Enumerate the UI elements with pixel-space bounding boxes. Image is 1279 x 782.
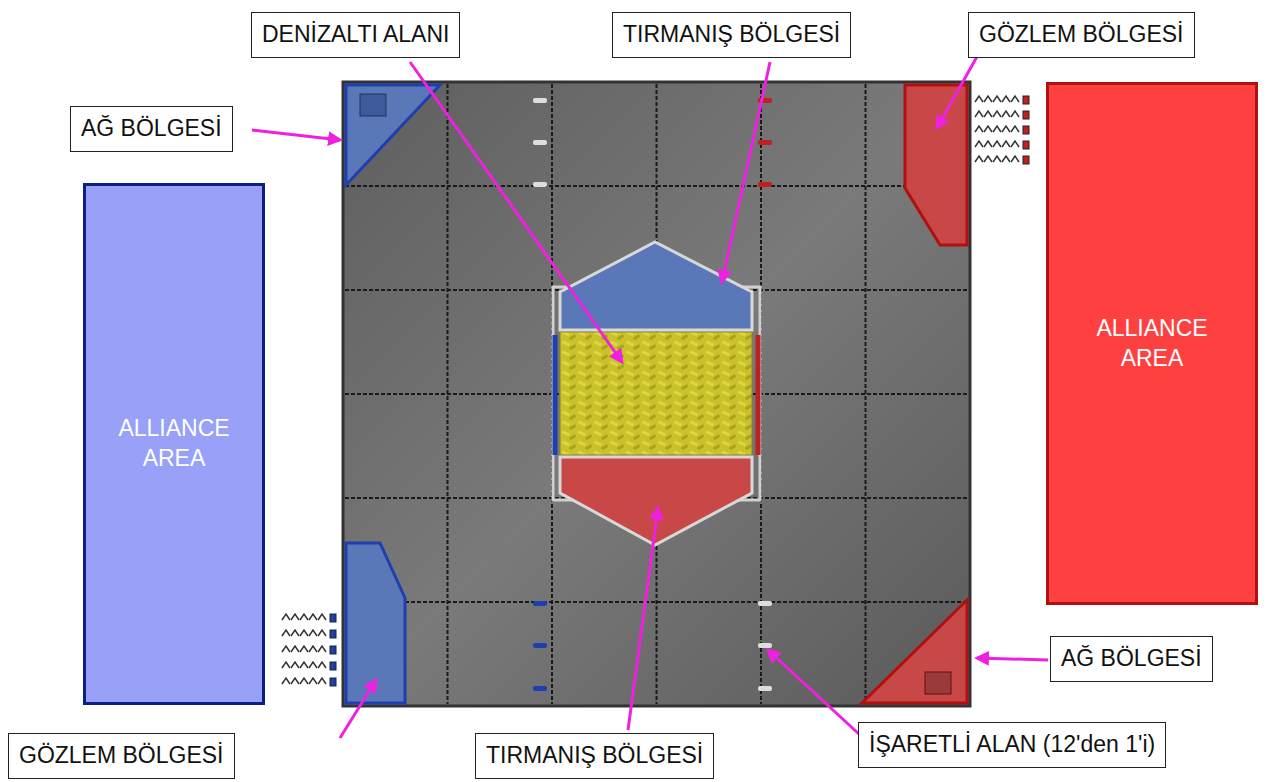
callout-box: AĞ BÖLGESİ bbox=[70, 106, 233, 152]
callout-box: TIRMANIŞ BÖLGESİ bbox=[475, 733, 714, 779]
label-text: İŞARETLİ ALAN (12'den 1'i) bbox=[869, 731, 1155, 757]
sample-rows bbox=[282, 96, 1029, 686]
alliance-area: ALLIANCE AREA bbox=[1046, 82, 1258, 605]
submersible-zone bbox=[560, 332, 752, 455]
red-bar bbox=[756, 335, 761, 455]
tile-grid bbox=[345, 84, 968, 704]
blue-bar bbox=[553, 335, 558, 455]
red-net-zone bbox=[862, 600, 967, 703]
red-observation-zone bbox=[905, 85, 967, 245]
blue-basket bbox=[360, 94, 386, 116]
callout-box: İŞARETLİ ALAN (12'den 1'i) bbox=[858, 722, 1166, 768]
callout-box: TIRMANIŞ BÖLGESİ bbox=[612, 12, 851, 58]
label-text: TIRMANIŞ BÖLGESİ bbox=[486, 742, 703, 768]
tape-marks bbox=[533, 98, 772, 691]
label-text: TIRMANIŞ BÖLGESİ bbox=[623, 21, 840, 47]
label-text: DENİZALTI ALANI bbox=[262, 21, 449, 47]
label-text: GÖZLEM BÖLGESİ bbox=[19, 742, 224, 768]
callout-box: DENİZALTI ALANI bbox=[251, 12, 460, 58]
blue-net-zone bbox=[346, 85, 440, 185]
callout-box: GÖZLEM BÖLGESİ bbox=[8, 733, 235, 779]
callout-box: AĞ BÖLGESİ bbox=[1050, 636, 1213, 682]
callout-box: GÖZLEM BÖLGESİ bbox=[968, 12, 1195, 58]
alliance-area: ALLIANCE AREA bbox=[83, 183, 265, 705]
label-text: AĞ BÖLGESİ bbox=[1061, 645, 1202, 671]
label-text: ALLIANCE AREA bbox=[114, 414, 234, 474]
field-floor bbox=[343, 82, 970, 706]
label-text: ALLIANCE AREA bbox=[1092, 314, 1212, 374]
blue-observation-zone bbox=[346, 543, 405, 703]
label-text: AĞ BÖLGESİ bbox=[81, 115, 222, 141]
label-text: GÖZLEM BÖLGESİ bbox=[979, 21, 1184, 47]
red-basket bbox=[925, 672, 951, 694]
leader-lines bbox=[252, 37, 1048, 738]
